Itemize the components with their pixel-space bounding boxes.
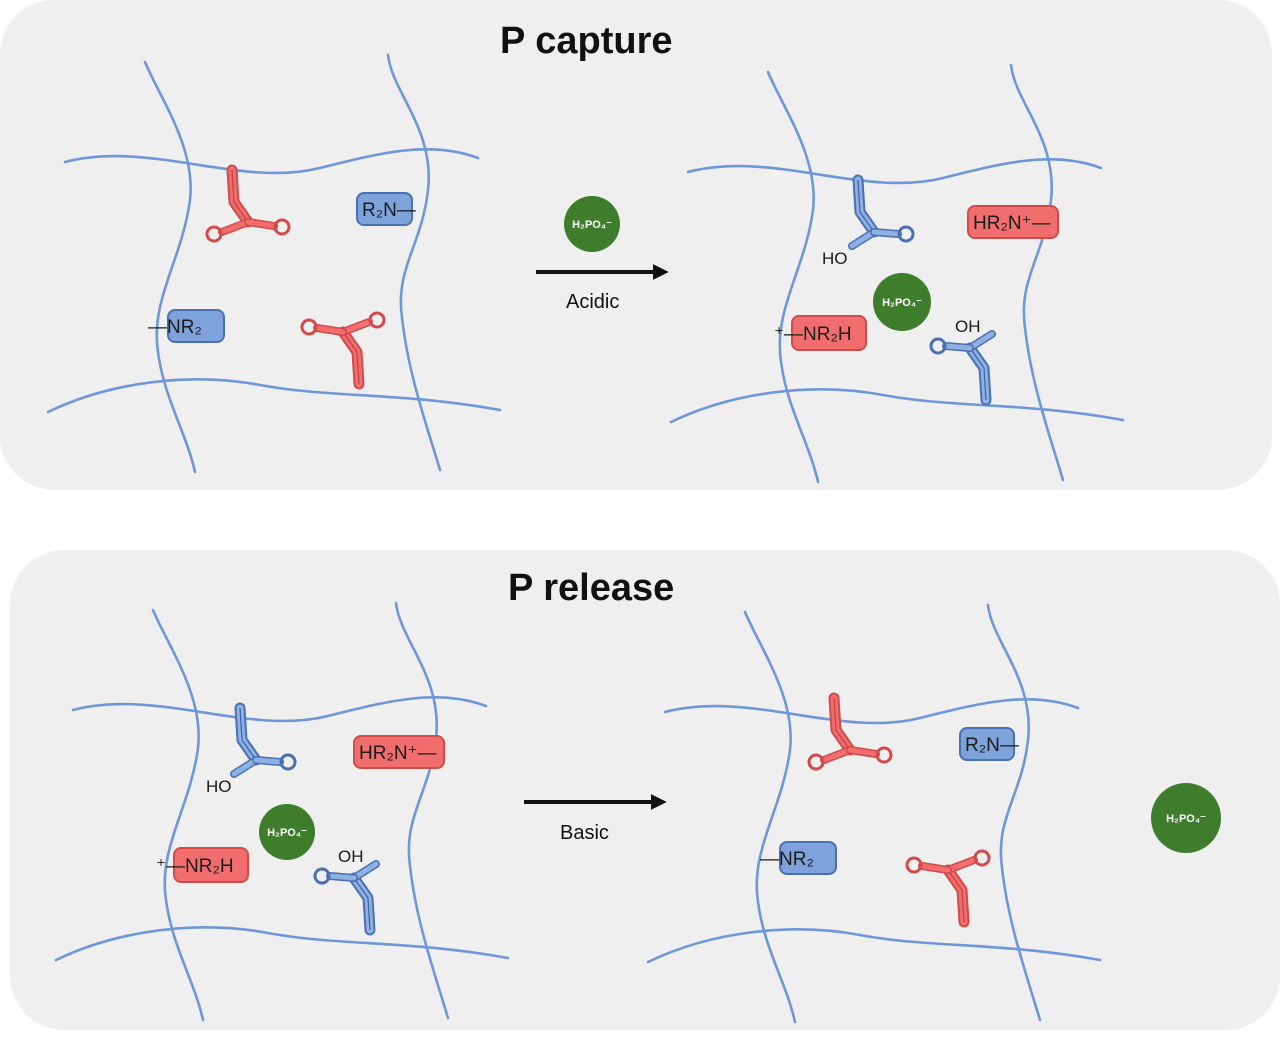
carboxylic-acid-group: [852, 180, 913, 246]
phosphate-ion: H₂PO₄⁻: [873, 273, 931, 331]
hydroxyl-label: OH: [338, 847, 364, 866]
hydroxyl-label: HO: [206, 777, 232, 796]
svg-text:HR₂N⁺—: HR₂N⁺—: [973, 213, 1051, 234]
carboxylate-group: [809, 698, 891, 769]
carboxylic-acid-group: [234, 708, 295, 774]
svg-text:R₂N—: R₂N—: [362, 200, 416, 221]
ammonium-tag: ⁺—NR₂H: [156, 847, 249, 883]
svg-text:—NR₂: —NR₂: [148, 317, 202, 338]
carboxylate-group: [907, 851, 989, 922]
carboxylate-group: [207, 170, 289, 241]
svg-text:R₂N—: R₂N—: [965, 735, 1019, 756]
ammonium-tag: HR₂N⁺—: [967, 205, 1059, 239]
svg-text:H₂PO₄⁻: H₂PO₄⁻: [267, 827, 307, 839]
hydroxyl-label: OH: [955, 317, 981, 336]
ammonium-tag: HR₂N⁺—: [353, 735, 445, 769]
phosphate-ion: H₂PO₄⁻: [1151, 783, 1221, 853]
ammonium-tag: ⁺—NR₂H: [774, 315, 867, 351]
network-release-after: [646, 603, 1102, 1024]
carboxylate-group: [302, 313, 384, 384]
phosphate-ion: H₂PO₄⁻: [564, 196, 620, 252]
carboxylic-acid-group: [931, 334, 992, 400]
phosphate-ion: H₂PO₄⁻: [259, 804, 315, 860]
release-panel: [10, 550, 1280, 1030]
svg-text:⁺—NR₂H: ⁺—NR₂H: [774, 324, 852, 345]
svg-text:—NR₂: —NR₂: [760, 849, 814, 870]
svg-text:H₂PO₄⁻: H₂PO₄⁻: [1166, 813, 1206, 825]
amine-tag: R₂N—: [959, 727, 1019, 761]
svg-text:⁺—NR₂H: ⁺—NR₂H: [156, 856, 234, 877]
hydroxyl-label: HO: [822, 249, 848, 268]
acidic-label: Acidic: [566, 291, 620, 313]
amine-tag: —NR₂: [760, 841, 837, 875]
svg-text:H₂PO₄⁻: H₂PO₄⁻: [572, 219, 612, 231]
carboxylic-acid-group: [315, 864, 376, 930]
release-title: P release: [508, 567, 675, 609]
network-capture-before: [46, 53, 502, 474]
svg-text:H₂PO₄⁻: H₂PO₄⁻: [882, 297, 922, 309]
basic-label: Basic: [560, 822, 609, 844]
capture-title: P capture: [500, 20, 673, 62]
svg-text:HR₂N⁺—: HR₂N⁺—: [359, 743, 437, 764]
amine-tag: R₂N—: [356, 192, 416, 226]
capture-panel: [0, 0, 1272, 490]
amine-tag: —NR₂: [148, 309, 225, 343]
